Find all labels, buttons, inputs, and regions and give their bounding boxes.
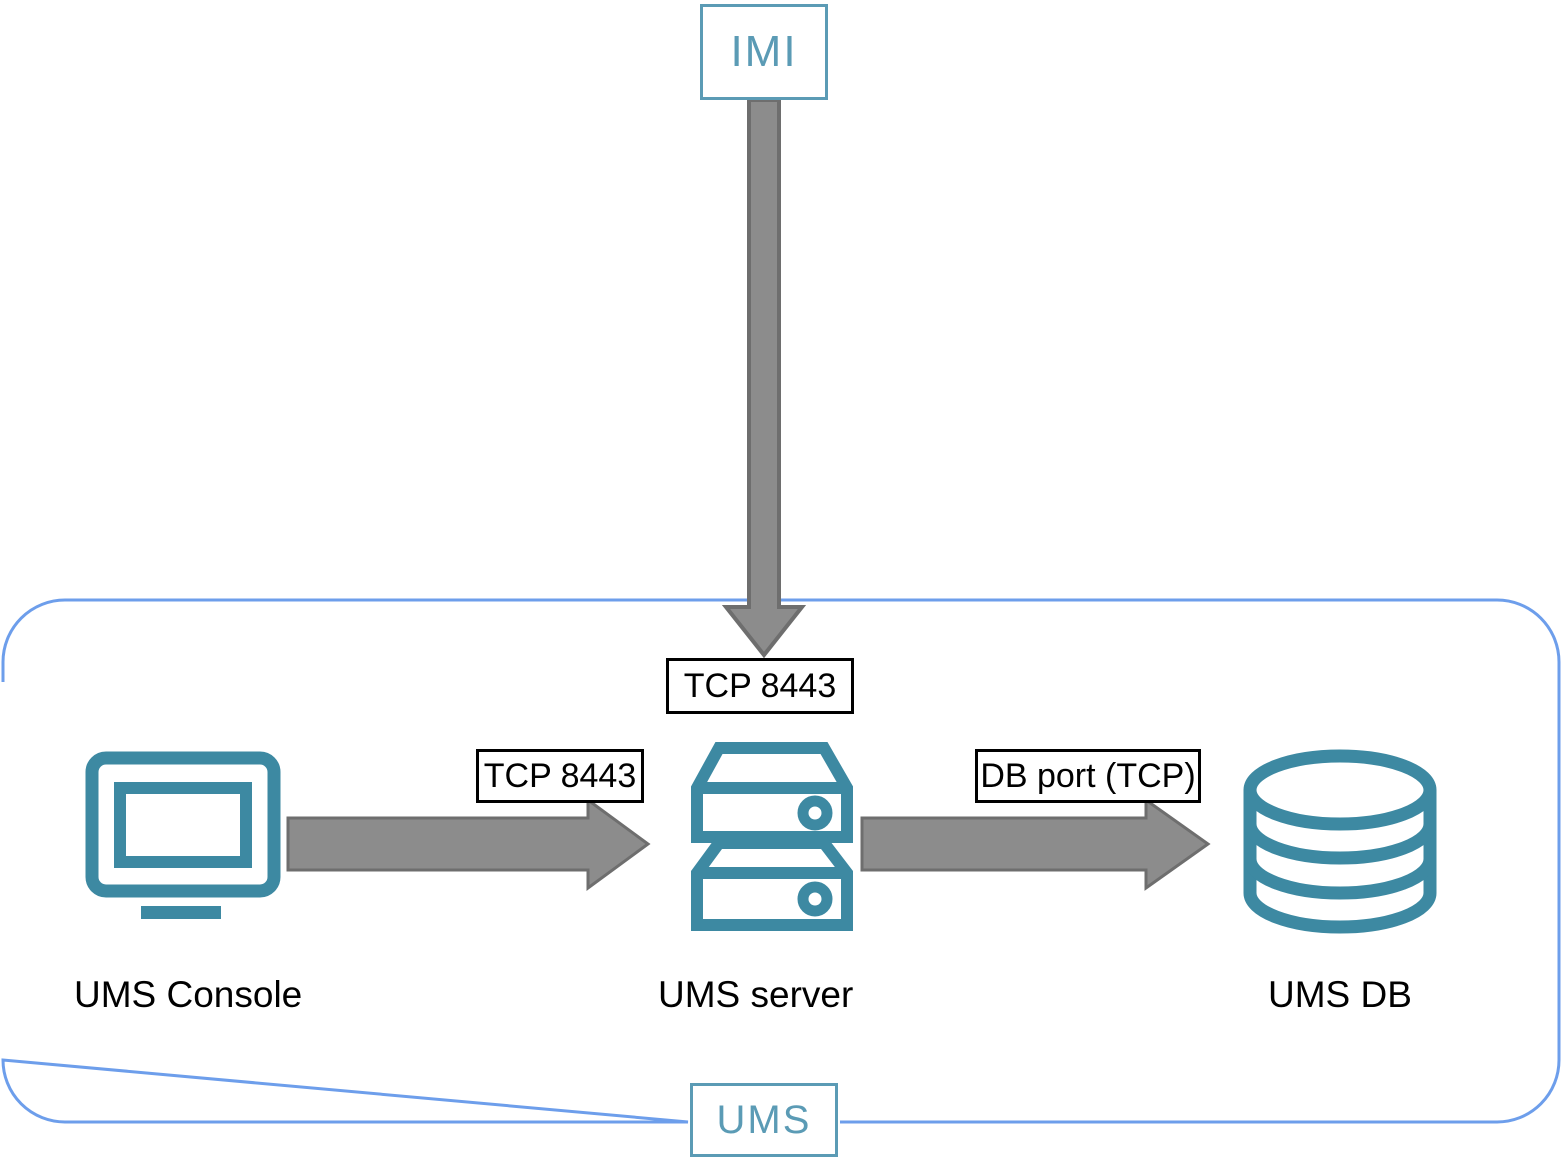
arrow-imi-to-server	[721, 98, 807, 659]
node-caption-ums-db: UMS DB	[1268, 974, 1412, 1015]
monitor-icon	[85, 751, 281, 919]
arrow-server-to-db	[860, 797, 1211, 891]
connection-label-imi-to-server: TCP 8443	[666, 658, 854, 714]
server-icon	[691, 742, 853, 931]
node-caption-ums-server: UMS server	[658, 974, 854, 1015]
imi-tag: IMI	[700, 4, 828, 100]
database-icon	[1243, 749, 1437, 934]
node-caption-ums-console: UMS Console	[74, 974, 303, 1015]
arrow-console-to-server	[286, 797, 651, 891]
ums-boundary-tag: UMS	[690, 1083, 838, 1157]
connection-label-server-to-db: DB port (TCP)	[975, 749, 1201, 803]
ums-boundary	[1, 598, 1561, 1124]
connection-label-console-to-server: TCP 8443	[476, 749, 644, 803]
